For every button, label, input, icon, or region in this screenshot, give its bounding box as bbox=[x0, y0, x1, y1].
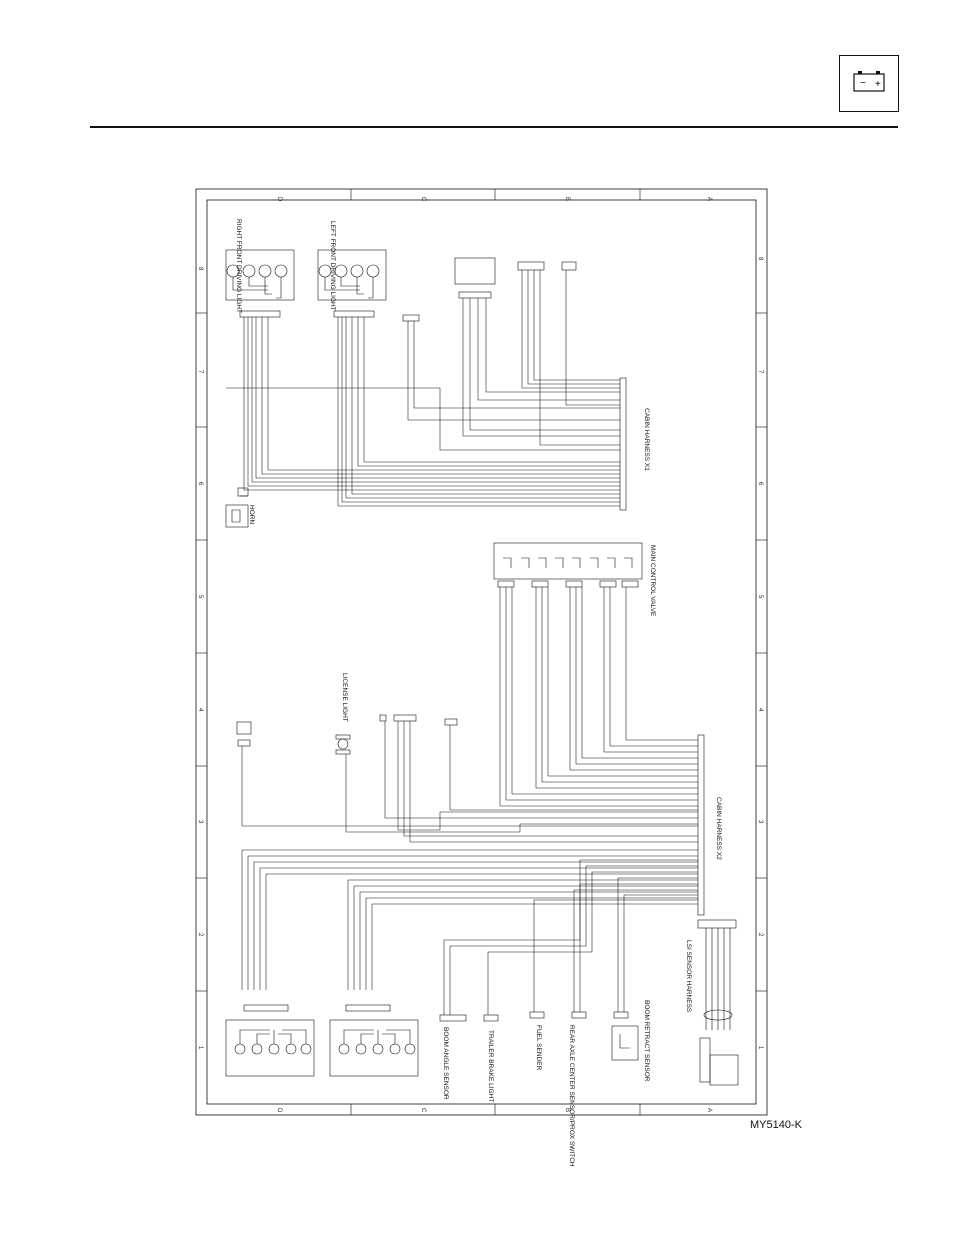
cabin-harness-x2-connector bbox=[697, 734, 705, 916]
trailer-brake-light-label: TRAILER BRAKE LIGHT bbox=[487, 1030, 494, 1102]
x2-wires bbox=[241, 587, 698, 1015]
cabin-harness-x1-label: CABIN HARNESS X1 bbox=[643, 408, 650, 471]
grid-row-left-4: 4 bbox=[197, 708, 203, 712]
grid-col-top-a: A bbox=[706, 197, 712, 201]
left-front-driving-light bbox=[317, 249, 387, 318]
grid-row-right-1: 1 bbox=[757, 1046, 763, 1050]
boom-retract-sensor-label: BOOM RETRACT SENSOR bbox=[643, 1000, 650, 1082]
grid-row-right-7: 7 bbox=[757, 370, 763, 374]
horn bbox=[225, 487, 249, 528]
boom-retract-sensor-body bbox=[611, 1025, 639, 1061]
top-connectors bbox=[402, 257, 577, 322]
boom-retract-connector bbox=[613, 1011, 629, 1019]
right-front-driving-light-label: RIGHT FRONT DRIVING LIGHT bbox=[235, 219, 242, 313]
cabin-harness-x1-connector bbox=[619, 377, 627, 511]
rear-axle-sensor-connector bbox=[571, 1011, 587, 1019]
main-control-valve bbox=[493, 542, 643, 588]
license-light bbox=[335, 734, 351, 755]
grid-col-bottom-a: A bbox=[706, 1108, 712, 1112]
mid-connectors bbox=[236, 714, 458, 747]
grid-col-top-d: D bbox=[276, 197, 282, 202]
grid-row-left-2: 2 bbox=[197, 933, 203, 937]
lsi-sensor-harness-label: LSI SENSOR HARNESS bbox=[685, 940, 692, 1013]
grid-row-left-3: 3 bbox=[197, 820, 203, 824]
cabin-harness-x2-label: CABIN HARNESS X2 bbox=[715, 797, 722, 860]
grid-row-right-5: 5 bbox=[757, 595, 763, 599]
grid-col-top-b: B bbox=[564, 197, 570, 201]
left-front-driving-light-label: LEFT FRONT DRIVING LIGHT bbox=[329, 221, 336, 311]
main-control-valve-label: MAIN CONTROL VALVE bbox=[649, 545, 656, 617]
x1-wires bbox=[226, 270, 620, 507]
header-divider bbox=[90, 126, 898, 128]
grid-row-right-6: 6 bbox=[757, 482, 763, 486]
grid-col-bottom-d: D bbox=[276, 1108, 282, 1113]
grid-row-right-2: 2 bbox=[757, 933, 763, 937]
outer-frame bbox=[195, 188, 768, 1116]
inner-frame bbox=[206, 199, 757, 1105]
trailer-brake-light-connector bbox=[483, 1014, 499, 1022]
grid-row-right-3: 3 bbox=[757, 820, 763, 824]
horn-label: HORN bbox=[248, 505, 255, 524]
figure-id: MY5140-K bbox=[750, 1119, 802, 1131]
lsi-sensor-harness bbox=[697, 919, 739, 1086]
right-front-driving-light bbox=[225, 249, 295, 318]
boom-angle-sensor-connector bbox=[439, 1014, 467, 1022]
grid-col-bottom-b: B bbox=[564, 1108, 570, 1112]
right-lighting-light bbox=[225, 1004, 315, 1077]
battery-icon: − + bbox=[839, 55, 899, 112]
grid-row-left-6: 6 bbox=[197, 482, 203, 486]
left-lighting-light bbox=[329, 1004, 419, 1077]
boom-angle-sensor-label: BOOM ANGLE SENSOR bbox=[442, 1027, 449, 1100]
grid-row-left-8: 8 bbox=[197, 267, 203, 271]
battery-minus: − bbox=[860, 78, 866, 89]
grid-row-left-7: 7 bbox=[197, 370, 203, 374]
fuel-sender-connector bbox=[529, 1011, 545, 1019]
battery-plus: + bbox=[875, 79, 881, 90]
bottom-sensors bbox=[439, 1011, 639, 1061]
grid-col-bottom-c: C bbox=[420, 1108, 426, 1113]
fuel-sender-label: FUEL SENDER bbox=[535, 1025, 542, 1071]
grid-row-right-8: 8 bbox=[757, 257, 763, 261]
grid-row-left-5: 5 bbox=[197, 595, 203, 599]
license-light-label: LICENSE LIGHT bbox=[341, 673, 348, 722]
grid-row-left-1: 1 bbox=[197, 1046, 203, 1050]
grid-row-right-4: 4 bbox=[757, 708, 763, 712]
rear-axle-center-sensor-label: REAR AXLE CENTER SENSOR/PROX SWITCH bbox=[568, 1025, 575, 1167]
grid-col-top-c: C bbox=[420, 197, 426, 202]
